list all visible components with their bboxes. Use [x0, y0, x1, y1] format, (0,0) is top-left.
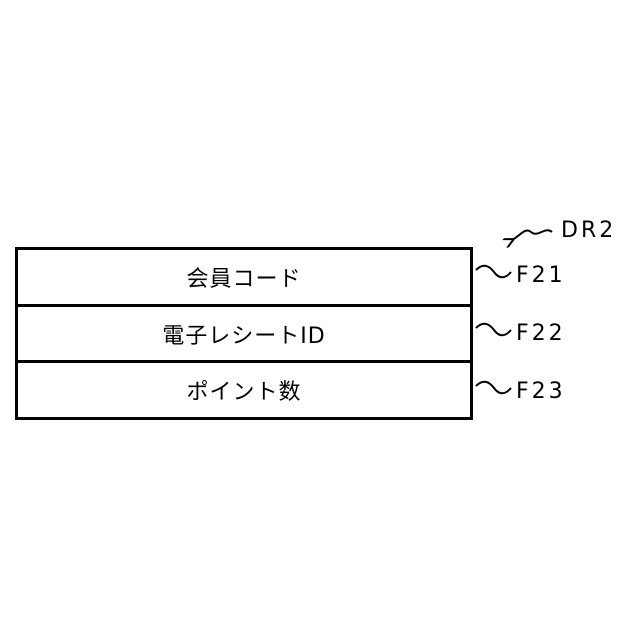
- record-field-table: 会員コード 電子レシートID ポイント数: [15, 247, 473, 420]
- record-id-label: DR2: [561, 220, 616, 242]
- field-leader-f22: [476, 324, 511, 336]
- field-row-receipt-id: 電子レシートID: [18, 304, 470, 361]
- field-leader-f23: [476, 382, 511, 394]
- field-ref-f23: F23: [516, 381, 566, 403]
- record-pointer-arrow: [512, 230, 552, 240]
- field-row-points: ポイント数: [18, 360, 470, 417]
- field-name-points: ポイント数: [186, 374, 301, 406]
- field-name-member-code: 会員コード: [186, 261, 301, 293]
- field-ref-f22: F22: [516, 323, 566, 345]
- field-ref-f21: F21: [516, 265, 566, 287]
- field-name-receipt-id: 電子レシートID: [162, 318, 325, 350]
- field-row-member-code: 会員コード: [18, 250, 470, 304]
- field-leader-f21: [476, 266, 511, 278]
